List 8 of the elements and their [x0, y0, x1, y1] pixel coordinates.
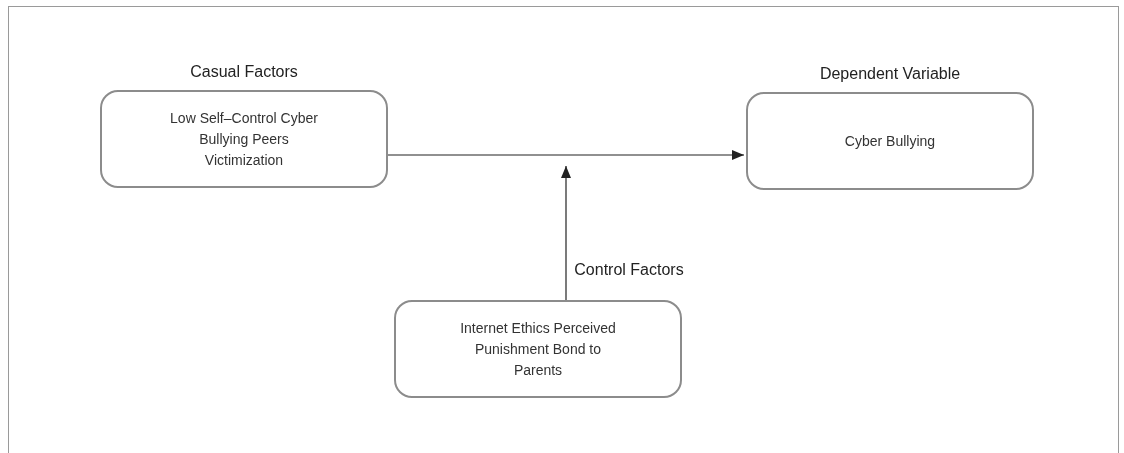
factor-list: Cyber Bullying	[805, 130, 975, 152]
group-heading: Casual Factors	[189, 62, 299, 82]
group-heading: Control Factors	[573, 260, 685, 280]
arrow	[561, 165, 571, 301]
arrow	[387, 150, 745, 160]
group-heading: Dependent Variable	[818, 64, 962, 84]
factor-list: Low Self–Control Cyber Bullying Peers Victimization	[159, 107, 329, 171]
factor-list: Internet Ethics Perceived Punishment Bond to Parents	[453, 317, 623, 381]
